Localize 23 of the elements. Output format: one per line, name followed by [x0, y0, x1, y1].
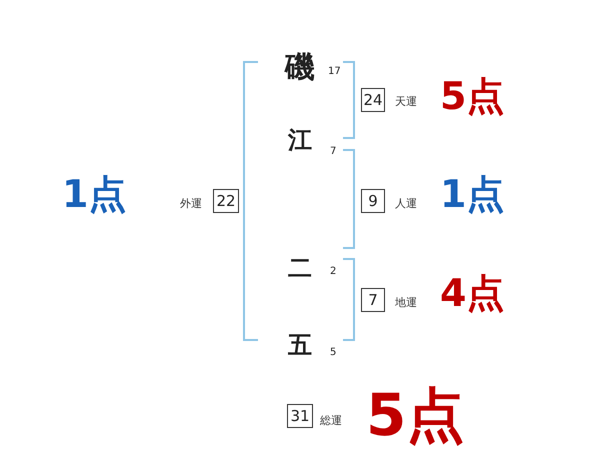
name-character: 磯 [285, 53, 315, 83]
fortune-label: 天運 [395, 96, 417, 106]
stroke-count: 2 [330, 267, 336, 277]
stroke-count: 17 [328, 67, 341, 77]
stroke-count: 5 [330, 348, 336, 358]
score-text: 1点 [440, 175, 504, 213]
fortune-label: 地運 [395, 296, 417, 308]
name-character: 江 [288, 128, 312, 152]
score-text: 4点 [440, 274, 504, 312]
name-character: 五 [288, 333, 312, 357]
fortune-label: 人運 [395, 198, 417, 208]
fortune-label: 総運 [320, 414, 342, 426]
score-text: 5点 [366, 386, 464, 444]
fortune-label: 外運 [180, 198, 202, 208]
stroke-total-box: 9 [361, 189, 385, 213]
stroke-total-box: 7 [361, 288, 385, 312]
stroke-total-box: 31 [287, 404, 313, 428]
score-text: 1点 [62, 175, 126, 213]
stroke-total-box: 24 [361, 88, 385, 112]
stroke-count: 7 [330, 147, 336, 157]
stroke-total-box: 22 [213, 189, 239, 213]
score-text: 5点 [440, 77, 504, 115]
name-character: 二 [288, 256, 312, 280]
